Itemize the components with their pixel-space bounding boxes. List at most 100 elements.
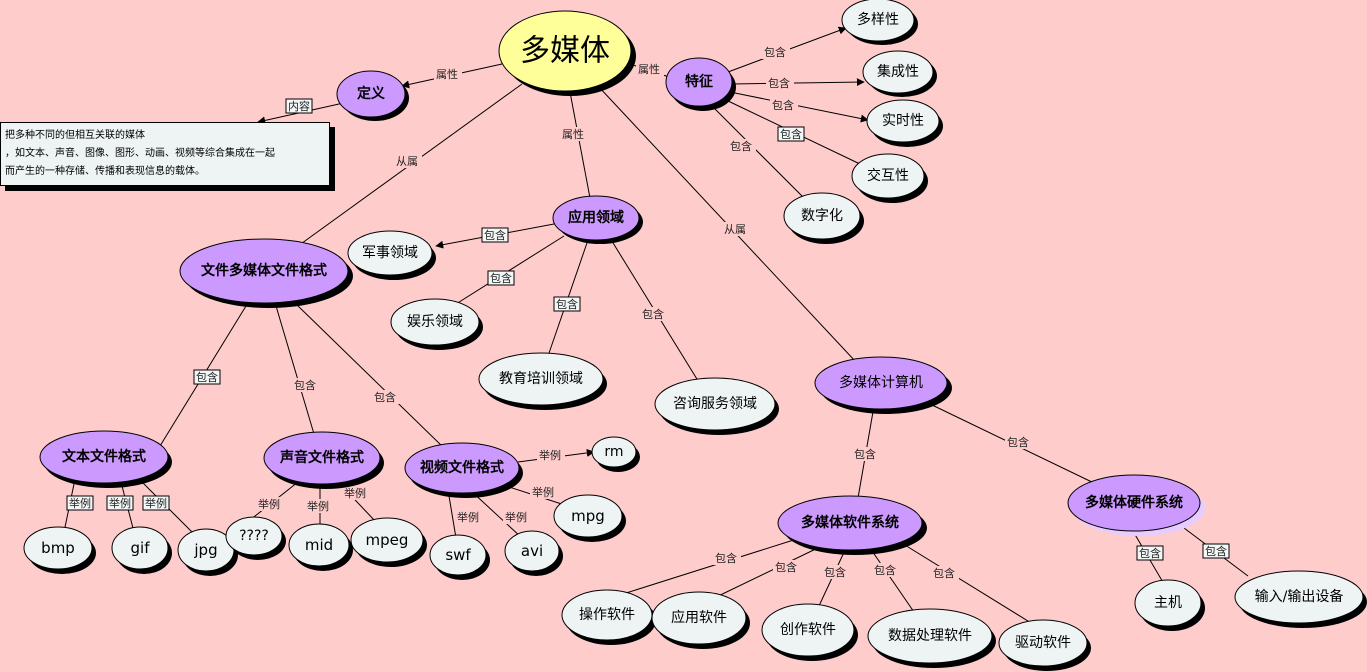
node-avi[interactable]: avi [504,530,563,576]
node-gif[interactable]: gif [111,526,172,574]
node-mpeg[interactable]: mpeg [350,517,427,567]
edge-label-video-avi: 举例 [505,510,527,524]
node-bmp[interactable]: bmp [23,526,96,574]
node-video-formats-label: 视频文件格式 [420,459,504,476]
definition-box: 把多种不同的但相互关联的媒体 ，如文本、声音、图像、图形、动画、视频等综合集成在… [0,122,330,186]
edge-label-feat-inter: 包含 [780,127,802,141]
edge-sw-app [709,543,827,601]
node-file-formats[interactable]: 文件多媒体文件格式 [179,238,353,308]
node-host-label: 主机 [1154,595,1182,611]
node-definition-label: 定义 [357,85,385,102]
node-application-label: 应用领域 [568,209,624,226]
edge-label-app-con: 包含 [642,307,664,321]
edge-label-root-file: 从属 [396,155,418,168]
node-authoring[interactable]: 创作软件 [761,603,858,661]
edge-label-video-mpg: 举例 [532,485,554,499]
node-rm[interactable]: rm [591,436,640,472]
edge-labels: 属性 内容 属性 包含 包含 包含 包含 包含 属性 包含 包含 包含 包含 从… [66,45,1230,580]
node-file-formats-label: 文件多媒体文件格式 [201,262,327,279]
node-text-formats[interactable]: 文本文件格式 [39,430,172,488]
edge-label-file-video: 包含 [374,390,396,404]
node-avi-label: avi [521,542,543,560]
edge-video-avi [469,489,523,539]
node-hardware-label: 多媒体硬件系统 [1085,494,1183,511]
edge-file-video [295,303,445,449]
edge-label-definition-content: 内容 [288,99,310,113]
edge-label-feat-int: 包含 [768,76,790,90]
node-host[interactable]: 主机 [1134,579,1205,631]
node-mpeg-label: mpeg [366,531,409,549]
node-integration-label: 集成性 [877,63,919,80]
definition-line-1: 把多种不同的但相互关联的媒体 [5,130,145,141]
edge-label-comp-hw: 包含 [1007,435,1029,449]
edge-features-realtime [729,91,869,123]
edge-label-hw-io: 包含 [1205,544,1227,558]
edge-label-file-audio: 包含 [294,378,316,392]
node-diversity[interactable]: 多样性 [841,0,918,45]
node-computer-label: 多媒体计算机 [839,374,923,391]
node-root[interactable]: 多媒体 [498,10,636,96]
node-io-device-label: 输入/输出设备 [1255,588,1344,605]
node-education[interactable]: 教育培训领域 [478,352,607,410]
node-consulting[interactable]: 咨询服务领域 [654,377,779,435]
node-audio-formats[interactable]: 声音文件格式 [263,431,384,489]
node-audio-formats-label: 声音文件格式 [279,449,364,466]
definition-line-2: ，如文本、声音、图像、图形、动画、视频等综合集成在一起 [5,148,275,159]
node-mid[interactable]: mid [288,523,353,571]
node-features[interactable]: 特征 [665,57,736,111]
node-software-label: 多媒体软件系统 [801,514,899,531]
node-hardware[interactable]: 多媒体硬件系统 [1067,474,1205,536]
node-os[interactable]: 操作软件 [561,589,656,645]
node-data-proc-label: 数据处理软件 [888,628,972,644]
node-definition[interactable]: 定义 [336,70,409,121]
edge-label-feat-rt: 包含 [772,98,794,112]
node-text-formats-label: 文本文件格式 [62,448,146,465]
node-realtime[interactable]: 实时性 [866,99,943,147]
node-driver-label: 驱动软件 [1015,635,1071,651]
edge-label-root-features: 属性 [638,62,660,76]
node-data-proc[interactable]: 数据处理软件 [867,608,996,668]
node-io-device[interactable]: 输入/输出设备 [1234,570,1367,628]
edge-label-audio-mid: 举例 [307,499,329,513]
edge-label-app-ent: 包含 [490,271,512,285]
edge-label-hw-host: 包含 [1139,546,1161,560]
node-jpg-label: jpg [193,541,217,559]
node-os-label: 操作软件 [579,607,635,623]
edge-label-sw-os: 包含 [715,551,737,565]
edge-sw-data [869,547,915,613]
node-digital[interactable]: 数字化 [783,192,864,244]
node-swf[interactable]: swf [429,534,490,580]
node-root-label: 多媒体 [520,34,610,69]
node-interactive[interactable]: 交互性 [851,153,928,203]
node-driver[interactable]: 驱动软件 [998,619,1091,671]
node-computer[interactable]: 多媒体计算机 [814,356,952,414]
edge-label-comp-sw: 包含 [854,447,876,461]
node-entertainment-label: 娱乐领域 [407,314,463,330]
edge-label-root-definition: 属性 [436,67,458,81]
node-integration[interactable]: 集成性 [862,50,937,97]
node-app-sw[interactable]: 应用软件 [651,591,750,649]
edge-label-feat-dig: 包含 [730,139,752,153]
node-unknown[interactable]: ???? [225,516,286,560]
node-application[interactable]: 应用领域 [552,195,643,244]
edge-label-sw-auth: 包含 [824,565,846,579]
node-interactive-label: 交互性 [867,167,909,184]
edge-sw-drv [899,541,1037,627]
node-realtime-label: 实时性 [882,113,924,129]
edge-features-integration [731,78,865,87]
node-software[interactable]: 多媒体软件系统 [777,495,927,555]
node-mpg[interactable]: mpg [553,494,626,542]
node-entertainment[interactable]: 娱乐领域 [390,298,483,350]
node-features-label: 特征 [685,73,713,90]
edge-label-root-comp: 从属 [724,223,746,236]
node-unknown-label: ???? [239,528,269,544]
node-consulting-label: 咨询服务领域 [673,396,757,412]
edge-sw-os [603,537,801,601]
edge-label-sw-data: 包含 [874,563,896,577]
node-military[interactable]: 军事领域 [347,230,436,280]
definition-line-3: 而产生的一种存储、传播和表现信息的载体。 [5,166,205,177]
node-video-formats[interactable]: 视频文件格式 [404,442,523,498]
node-bmp-label: bmp [41,539,75,557]
edge-label-sw-app: 包含 [775,560,797,574]
